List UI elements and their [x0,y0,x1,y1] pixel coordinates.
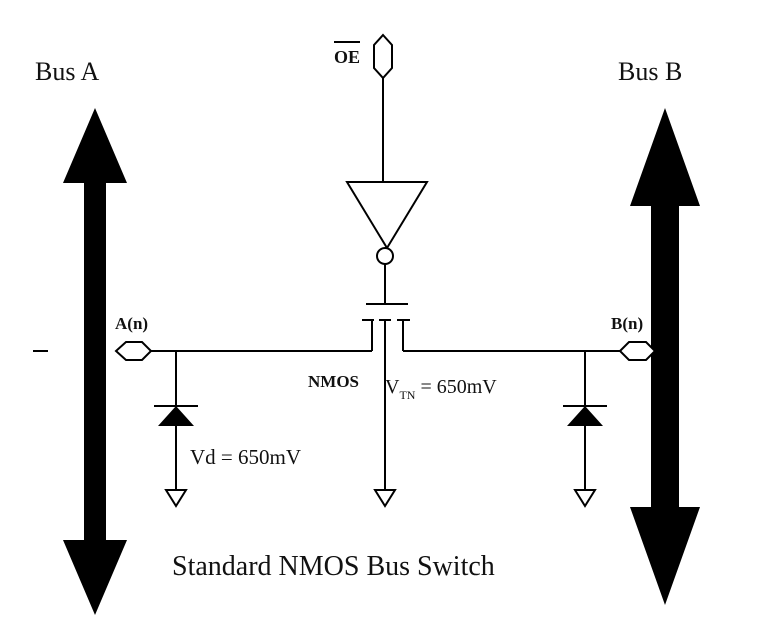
oe-label: OE [334,47,360,67]
bus-a-arrow [63,108,127,615]
ground-b-icon [573,489,597,508]
bus-a-label: Bus A [35,57,100,86]
nmos-label: NMOS [308,372,359,391]
diode-voltage-label: Vd = 650mV [190,445,301,469]
diode-a [154,351,198,490]
ground-a-icon [164,489,188,508]
vtn-label: VTN = 650mV [385,376,497,402]
oe-port [373,33,393,80]
inverter [345,181,429,265]
port-a [114,341,153,361]
bus-b-arrow [630,108,700,605]
diode-b [563,351,607,490]
port-a-label: A(n) [115,314,148,333]
port-b-label: B(n) [611,314,643,333]
nmos-transistor [362,303,410,490]
ground-nmos-icon [373,489,397,508]
bus-b-label: Bus B [618,57,682,86]
port-b [618,341,657,361]
diagram-title: Standard NMOS Bus Switch [172,551,495,582]
